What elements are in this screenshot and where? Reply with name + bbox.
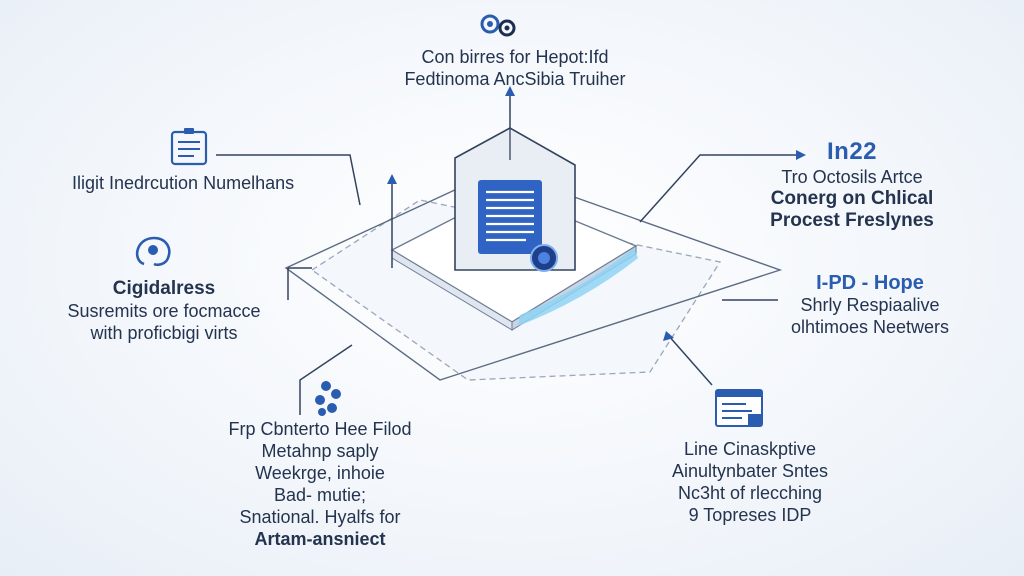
label-left-middle-line2: with proficbigi virts — [90, 323, 238, 343]
label-left-middle: Cigidalress Susremits ore focmacce with … — [50, 278, 278, 344]
label-top: Con birres for Hepot:Ifd Fedtinoma AncSi… — [390, 46, 640, 90]
connector-left-lower — [299, 344, 353, 415]
label-left-upper-line1: Iligit Inedrcution Numelhans — [72, 173, 295, 193]
label-right-middle-title: I-PD - Hope — [816, 272, 924, 294]
label-left-upper: Iligit Inedrcution Numelhans — [72, 172, 294, 194]
label-right-upper: In22 Tro Octosils Artce Conerg on Chlica… — [752, 138, 952, 232]
label-right-lower-line2: Ainultynbater Sntes — [671, 461, 829, 481]
label-left-lower-line2: Metahnp saply — [261, 441, 379, 461]
connector-right-upper — [639, 154, 800, 223]
arrow-right-lower — [663, 331, 674, 341]
label-right-lower-line4: 9 Topreses IDP — [688, 505, 812, 525]
label-right-middle-line1: Shrly Respiaalive — [800, 295, 940, 315]
brain-head-icon — [135, 236, 171, 267]
label-left-middle-line1: Susremits ore focmacce — [67, 301, 261, 321]
gears-icon — [480, 14, 516, 37]
tablet-device — [454, 127, 576, 272]
arrow-vertical-left — [387, 174, 397, 184]
connectors — [216, 86, 806, 415]
label-left-lower-line3: Weekrge, inhoie — [255, 463, 385, 483]
connector-right-lower — [667, 334, 713, 386]
screen-lines — [486, 190, 534, 242]
label-right-middle-line2: olhtimoes Neetwers — [790, 317, 950, 337]
arrow-right-upper — [796, 150, 806, 160]
glow-strip — [518, 248, 638, 326]
document-list-icon — [170, 128, 208, 166]
label-right-upper-line1: Tro Octosils Artce — [781, 167, 923, 187]
label-top-line2: Fedtinoma AncSibia Truiher — [404, 69, 626, 89]
label-left-lower-line4: Bad- mutie; — [273, 485, 367, 505]
connector-left-upper — [216, 154, 361, 206]
label-right-middle: I-PD - Hope Shrly Respiaalive olhtimoes … — [770, 272, 970, 338]
middle-sheet — [284, 169, 783, 381]
label-right-upper-title: In22 — [826, 138, 878, 165]
label-right-upper-line2: Conerg on Chlical — [770, 188, 934, 209]
browser-window-icon — [715, 389, 763, 427]
label-left-lower-line5: Snational. Hyalfs for — [239, 507, 401, 527]
label-right-lower: Line Cinaskptive Ainultynbater Sntes Nc3… — [640, 438, 860, 526]
label-right-lower-line1: Line Cinaskptive — [683, 439, 817, 459]
label-right-lower-line3: Nc3ht of rlecching — [677, 483, 823, 503]
label-left-lower-line1: Frp Cbnterto Hee Filod — [228, 419, 412, 439]
molecule-icon — [315, 381, 341, 416]
label-left-lower: Frp Cbnterto Hee Filod Metahnp saply Wee… — [220, 418, 420, 550]
label-left-middle-title: Cigidalress — [112, 278, 216, 299]
label-right-upper-line3: Procest Freslynes — [770, 210, 934, 231]
label-left-lower-line6: Artam-ansniect — [254, 529, 386, 549]
label-top-line1: Con birres for Hepot:Ifd — [421, 47, 609, 67]
arrow-top — [505, 86, 515, 96]
badge-inner — [538, 252, 550, 264]
